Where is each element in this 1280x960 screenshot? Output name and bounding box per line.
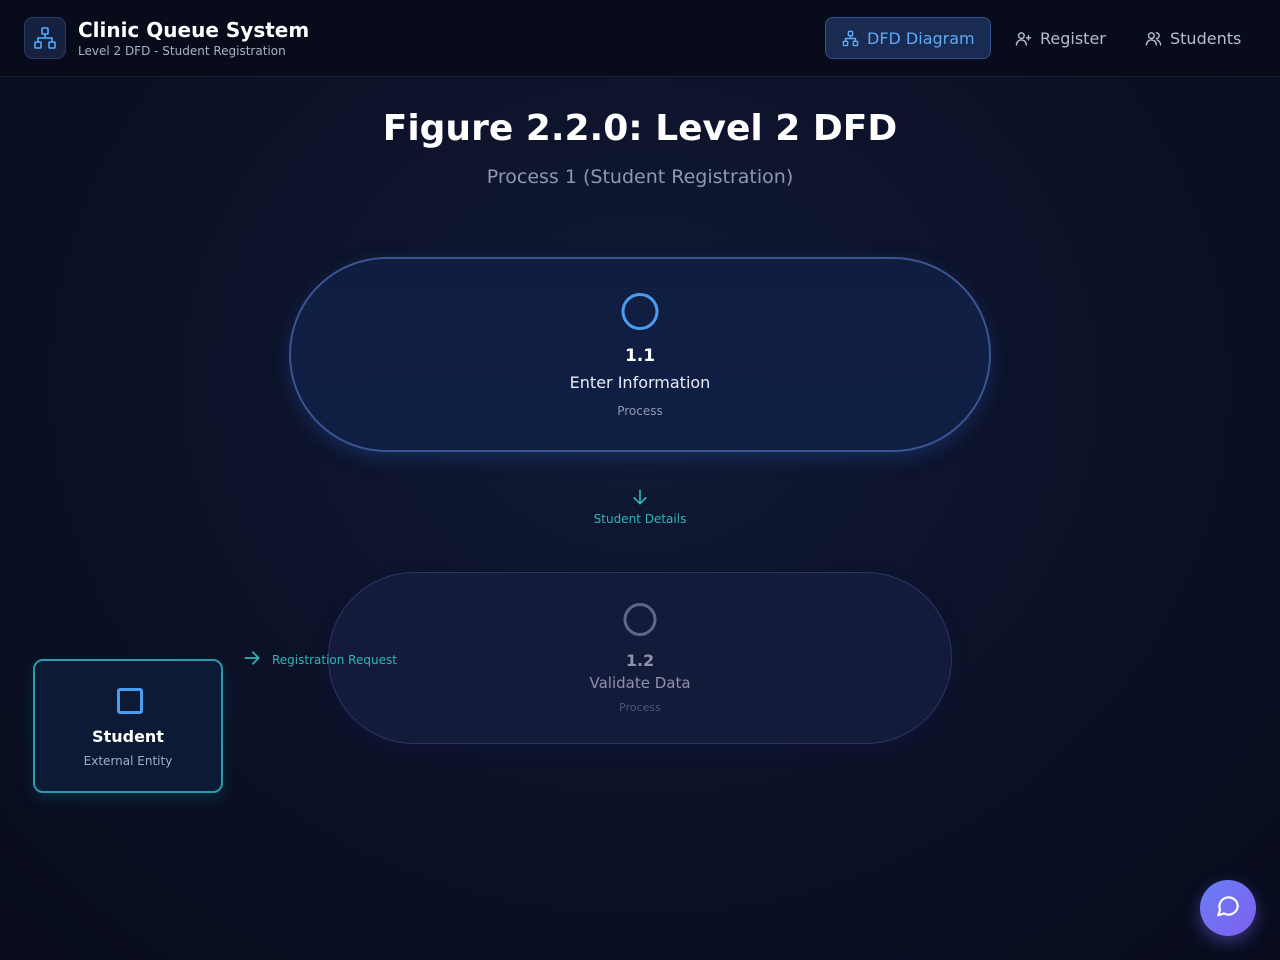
sitemap-icon: [842, 30, 859, 47]
square-icon: [117, 688, 143, 714]
process-name: Validate Data: [589, 674, 691, 692]
entity-student[interactable]: Student External Entity: [33, 659, 223, 793]
nav-register[interactable]: Register: [999, 17, 1122, 59]
nav-students-label: Students: [1170, 28, 1242, 48]
figure-title: Figure 2.2.0: Level 2 DFD: [382, 108, 898, 149]
entity-type: External Entity: [83, 754, 173, 768]
flow-label-student-details: Student Details: [593, 512, 687, 526]
entity-name: Student: [92, 727, 164, 746]
chat-button[interactable]: [1200, 880, 1256, 936]
flow-label-registration-request: Registration Request: [272, 652, 397, 667]
app-header: Clinic Queue System Level 2 DFD - Studen…: [0, 0, 1280, 77]
process-number: 1.2: [625, 651, 655, 670]
nav-students[interactable]: Students: [1129, 17, 1257, 59]
process-number: 1.1: [624, 346, 656, 366]
flow-registration-request: Registration Request: [242, 648, 397, 671]
nav-register-label: Register: [1040, 28, 1106, 48]
users-icon: [1145, 30, 1162, 47]
process-1-2[interactable]: 1.2 Validate Data Process: [328, 572, 952, 744]
circle-icon: [623, 603, 657, 636]
nav-dfd-diagram[interactable]: DFD Diagram: [825, 17, 991, 59]
nav-dfd-label: DFD Diagram: [867, 28, 975, 48]
chat-bubble-icon: [1215, 893, 1241, 923]
arrow-down-icon: [0, 487, 1280, 511]
process-1-1[interactable]: 1.1 Enter Information Process: [289, 257, 991, 452]
process-type: Process: [619, 701, 661, 714]
figure-subtitle: Process 1 (Student Registration): [486, 166, 794, 188]
arrow-right-icon: [242, 648, 262, 671]
process-name: Enter Information: [569, 373, 711, 392]
app-title: Clinic Queue System: [78, 18, 310, 42]
user-plus-icon: [1015, 30, 1032, 47]
process-type: Process: [617, 404, 663, 418]
app-subtitle: Level 2 DFD - Student Registration: [78, 44, 286, 58]
circle-icon: [621, 293, 659, 330]
sitemap-icon: [24, 17, 66, 59]
